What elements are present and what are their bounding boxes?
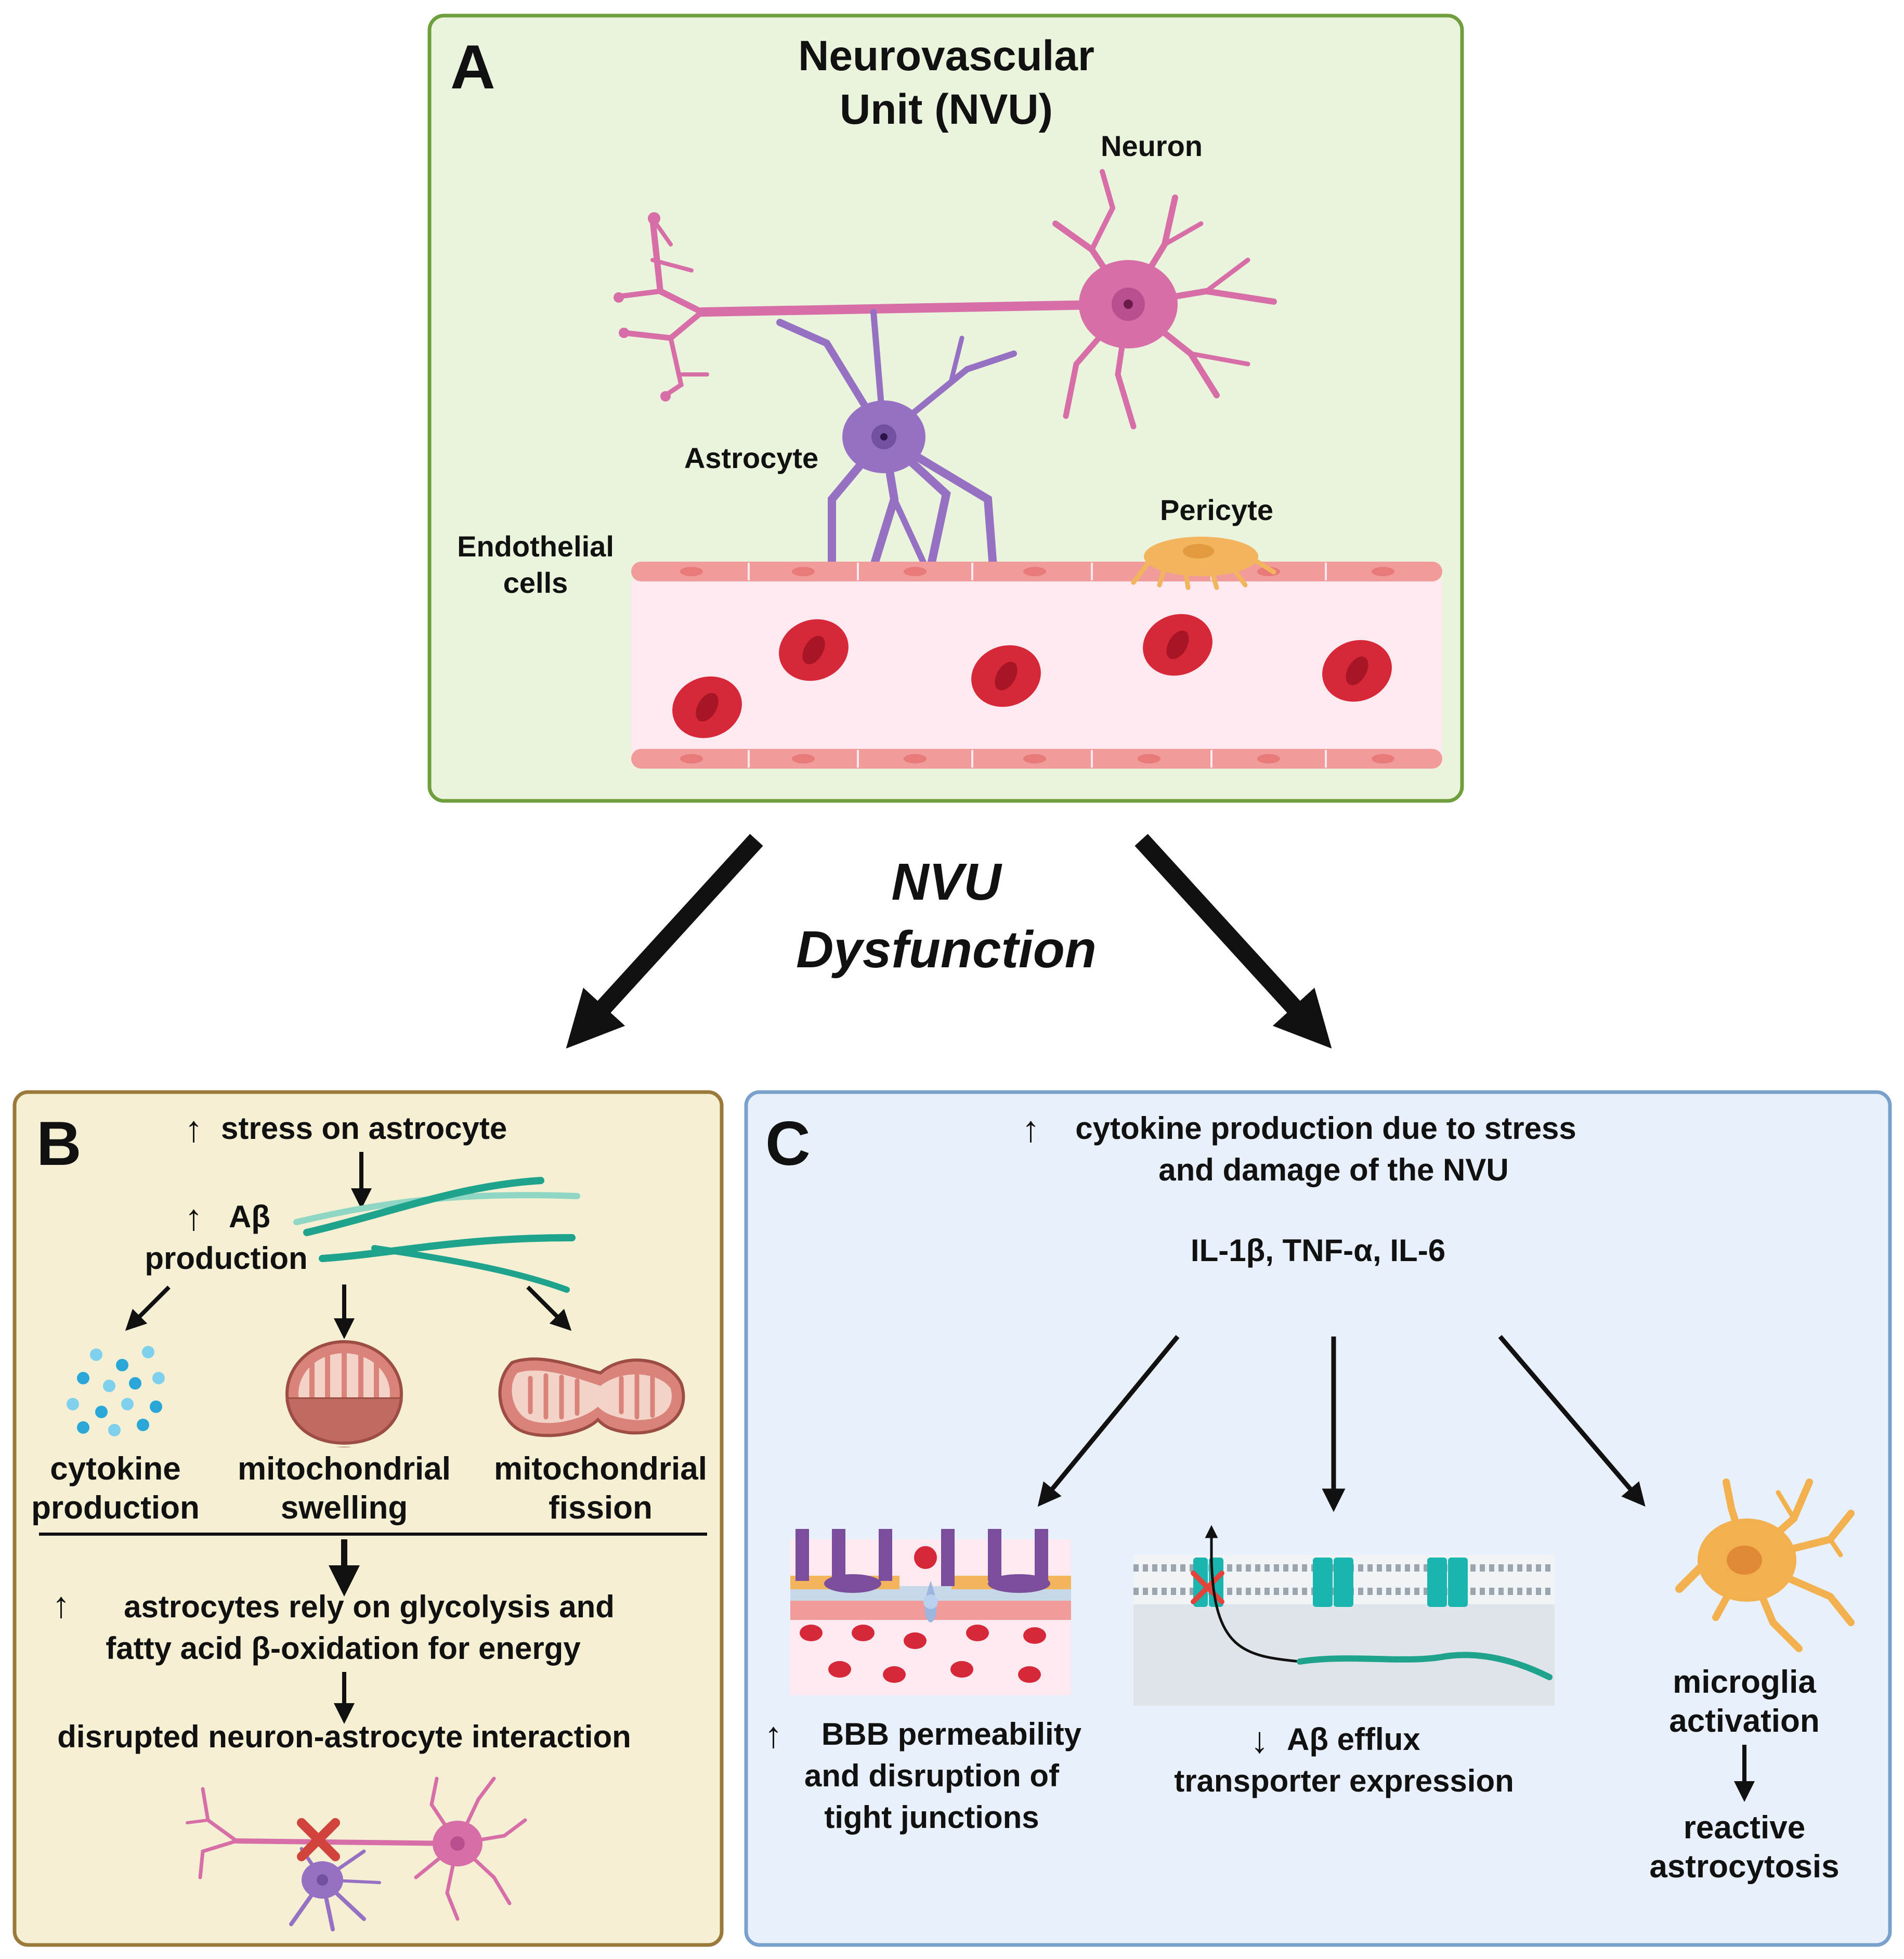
- swelling-label-2: swelling: [281, 1490, 408, 1526]
- arrow-to-panel-c: [1134, 834, 1332, 1049]
- fission-mitochondrion-icon: [498, 1357, 685, 1437]
- red-blood-cells: [672, 614, 1392, 738]
- glycolysis-label-2: fatty acid β-oxidation for energy: [106, 1631, 581, 1666]
- up-arrow-bbb: ↑: [764, 1715, 783, 1755]
- fission-label-2: fission: [549, 1490, 653, 1526]
- pericyte-illustration: [1131, 537, 1276, 590]
- panel-b-letter: B: [36, 1109, 82, 1178]
- cytokine-stress-label-1: cytokine production due to stress: [1075, 1111, 1576, 1146]
- bbb-leak-illustration: [790, 1529, 1071, 1695]
- up-arrow-cytokine: ↑: [1022, 1109, 1040, 1149]
- interleukins-label: IL-1β, TNF-α, IL-6: [1191, 1233, 1445, 1268]
- nvu-dysfunction-line-1: NVU: [891, 853, 1002, 911]
- microglia-label-1: microglia: [1673, 1664, 1816, 1700]
- nvu-dysfunction-line-2: Dysfunction: [796, 920, 1097, 979]
- blocked-x-icon: [297, 1818, 340, 1861]
- blocked-efflux-x-icon: [1191, 1571, 1224, 1604]
- panel-c-letter: C: [765, 1109, 811, 1178]
- center-transition: NVU Dysfunction: [566, 834, 1332, 1049]
- transporter-icon-2: [1313, 1558, 1353, 1607]
- up-arrow-stress: ↑: [185, 1109, 203, 1149]
- glycolysis-label-1: astrocytes rely on glycolysis and: [124, 1589, 615, 1624]
- bbb-label-2: and disruption of: [804, 1758, 1060, 1793]
- efflux-label-1: Aβ efflux: [1287, 1722, 1420, 1757]
- disrupted-interaction-icon: [186, 1776, 527, 1931]
- cytokine-label-1: cytokine: [50, 1451, 181, 1487]
- microglia-illustration: [1675, 1478, 1855, 1652]
- swollen-mitochondrion-icon: [285, 1340, 403, 1447]
- efflux-label-2: transporter expression: [1174, 1763, 1514, 1798]
- panel-a-title-2: Unit (NVU): [840, 86, 1053, 133]
- cytokine-stress-label-2: and damage of the NVU: [1158, 1152, 1508, 1187]
- panel-a: A Neurovascular Unit (NVU): [427, 14, 1464, 803]
- bbb-label-3: tight junctions: [824, 1800, 1039, 1835]
- abeta-label-2: production: [145, 1241, 307, 1276]
- reactive-label-1: reactive: [1684, 1810, 1805, 1846]
- endothelial-label-2: cells: [503, 566, 568, 599]
- panel-c: C ↑ cytokine production due to stress an…: [744, 1090, 1892, 1947]
- disrupted-label: disrupted neuron-astrocyte interaction: [57, 1719, 631, 1754]
- panel-b: B ↑ stress on astrocyte ↑ Aβ production: [12, 1090, 724, 1947]
- endothelial-label-1: Endothelial: [457, 530, 614, 563]
- panel-a-title-1: Neurovascular: [798, 32, 1094, 80]
- panel-c-background: [744, 1090, 1892, 1947]
- neuron-label: Neuron: [1101, 129, 1203, 162]
- abeta-fibers: [293, 1177, 580, 1293]
- up-arrow-abeta: ↑: [185, 1197, 203, 1238]
- abeta-label-1: Aβ: [229, 1199, 270, 1234]
- fission-label-1: mitochondrial: [494, 1451, 707, 1487]
- transporter-icon-3: [1427, 1558, 1468, 1607]
- swelling-label-1: mitochondrial: [238, 1451, 451, 1487]
- cytokine-label-2: production: [31, 1490, 200, 1526]
- stress-label: stress on astrocyte: [221, 1111, 507, 1146]
- panel-a-letter: A: [450, 32, 495, 102]
- microglia-label-2: activation: [1669, 1703, 1819, 1739]
- astrocyte-label: Astrocyte: [684, 442, 818, 474]
- reactive-label-2: astrocytosis: [1649, 1849, 1839, 1885]
- down-arrow-efflux: ↓: [1250, 1720, 1269, 1760]
- arrow-to-panel-b: [566, 834, 763, 1049]
- bbb-label-1: BBB permeability: [821, 1717, 1082, 1752]
- pericyte-label: Pericyte: [1160, 494, 1273, 526]
- efflux-transporter-illustration: [1133, 1525, 1555, 1706]
- up-arrow-glycolysis: ↑: [52, 1585, 70, 1625]
- cytokine-dots-icon: [67, 1346, 165, 1436]
